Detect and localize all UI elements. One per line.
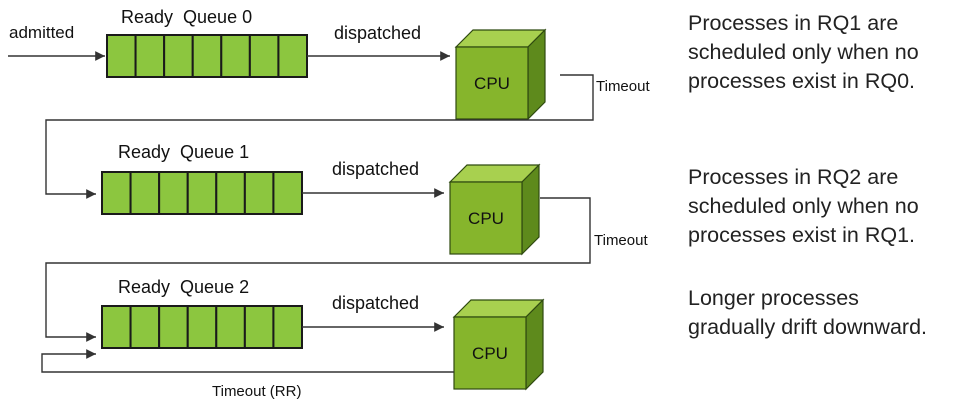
queue-1-title: Ready Queue 1 — [118, 142, 249, 162]
queue-0-title: Ready Queue 0 — [121, 7, 252, 27]
cpu-0-cube: CPU — [454, 28, 547, 121]
queue-0-slot — [163, 34, 194, 78]
queue-2-slot — [215, 305, 246, 349]
queue-1-slots — [101, 171, 303, 215]
queue-1-dispatch-label: dispatched — [332, 159, 419, 179]
queue-0-slot — [134, 34, 166, 78]
cpu-front-face — [455, 46, 529, 120]
queue-0-slot — [106, 34, 137, 78]
cpu-2-label: CPU — [472, 344, 508, 363]
queue-0-slot — [220, 34, 251, 78]
cpu-0-label: CPU — [474, 74, 510, 93]
cpu-1-label: CPU — [468, 209, 504, 228]
queue-0-slot — [248, 34, 280, 78]
ready-queue-2: Ready Queue 2 dispatched — [101, 277, 444, 349]
queue-1-slot — [101, 171, 132, 215]
queue-2-title: Ready Queue 2 — [118, 277, 249, 297]
cpu-2-cube: CPU — [452, 298, 545, 391]
note-longer-processes: Longer processes gradually drift downwar… — [688, 286, 928, 339]
queue-0-slot — [277, 34, 308, 78]
queue-1-slot — [272, 171, 303, 215]
queue-1-slot — [158, 171, 189, 215]
ready-queue-0: Ready Queue 0 dispatched — [106, 7, 450, 78]
note-rq1-scheduling: Processes in RQ1 are scheduled only when… — [688, 11, 919, 93]
queue-1-slot — [243, 171, 275, 215]
cpu-1-cube: CPU — [448, 163, 541, 256]
cpu-front-face — [453, 316, 527, 390]
queue-2-slot — [243, 305, 275, 349]
ready-queue-1: Ready Queue 1 dispatched — [101, 142, 444, 215]
queue-2-slot — [158, 305, 189, 349]
timeout-1-feedback-path — [45, 197, 591, 342]
queue-1-slot — [215, 171, 246, 215]
queue-0-slot — [191, 34, 223, 78]
queue-1-slot — [186, 171, 218, 215]
queue-0-timeout-label: Timeout — [596, 78, 650, 95]
timeout-rr-feedback-path — [41, 349, 454, 373]
queue-2-slot — [272, 305, 303, 349]
queue-2-slots — [101, 305, 303, 349]
admitted-label: admitted — [9, 23, 74, 42]
queue-1-slot — [129, 171, 161, 215]
queue-2-timeout-label: Timeout (RR) — [212, 383, 301, 400]
queue-2-slot — [186, 305, 218, 349]
cpu-front-face — [449, 181, 523, 255]
queue-2-dispatch-label: dispatched — [332, 293, 419, 313]
queue-2-slot — [129, 305, 161, 349]
note-rq2-scheduling: Processes in RQ2 are scheduled only when… — [688, 165, 919, 247]
timeout-0-feedback-path — [45, 74, 594, 199]
queue-2-slot — [101, 305, 132, 349]
queue-1-timeout-label: Timeout — [594, 232, 648, 249]
queue-0-slots — [106, 34, 308, 78]
queue-0-dispatch-label: dispatched — [334, 23, 421, 43]
